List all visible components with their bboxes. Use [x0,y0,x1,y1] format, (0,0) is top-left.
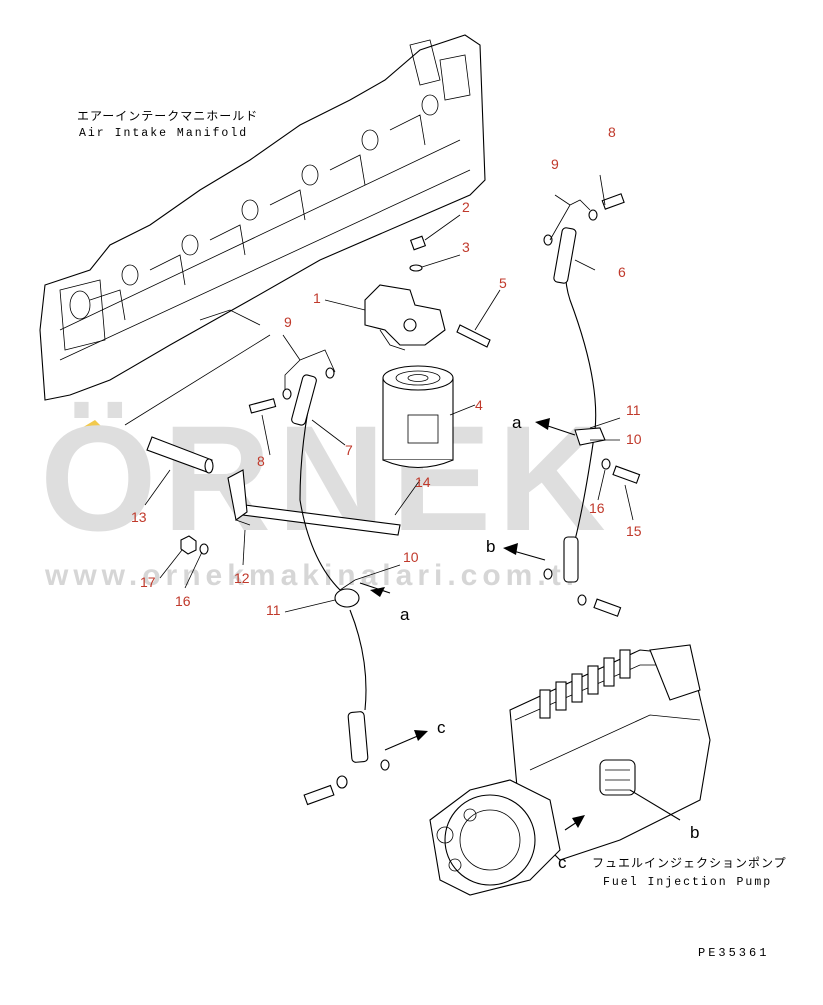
pump-caption-en: Fuel Injection Pump [603,876,772,889]
part-number-16-right: 16 [589,500,605,516]
part-number-15: 15 [626,523,642,539]
manifold-caption-en: Air Intake Manifold [79,127,248,140]
watermark-accent [70,420,110,435]
part-number-6: 6 [618,264,626,280]
part-number-8-left: 8 [257,453,265,469]
captions: エアーインテークマニホールド Air Intake Manifold フュエルイ… [77,109,787,960]
part-number-11-left: 11 [266,602,281,618]
part-number-3: 3 [462,239,470,255]
air-intake-manifold [39,34,486,426]
part-number-8-top: 8 [608,124,616,140]
connection-arrows [359,418,681,831]
part-number-4: 4 [475,397,483,413]
manifold-caption-jp: エアーインテークマニホールド [77,109,258,123]
connection-letter-b-left: b [486,537,495,556]
connection-letter-b-pump: b [690,823,699,842]
watermark-url: www.ornekmakinalari.com.tr [44,559,582,592]
fuel-hoses [291,227,606,763]
part-number-9-right: 9 [551,156,559,172]
part-number-14: 14 [415,474,431,490]
part-number-10-left: 10 [403,549,419,565]
part-number-16-left: 16 [175,593,191,609]
connection-letter-a-right: a [512,413,522,432]
part-number-11-right: 11 [626,402,641,418]
part-number-17: 17 [140,574,156,590]
part-number-2: 2 [462,199,470,215]
part-number-9-left: 9 [284,314,292,330]
part-number-10-right: 10 [626,431,642,447]
connection-labels: a a b b c c [400,413,699,872]
filter-head [364,284,446,351]
leader-lines [144,174,634,613]
part-labels: 1 2 3 4 5 6 7 8 8 8 9 9 10 10 11 11 12 1… [131,124,642,618]
drawing-code: PE35361 [698,946,769,960]
part-number-13: 13 [131,509,147,525]
watermark: ÖRNEK www.ornekmakinalari.com.tr [40,394,612,592]
pump-caption-jp: フュエルインジェクションポンプ [592,856,787,870]
connection-letter-a-left: a [400,605,410,624]
watermark-brand: ÖRNEK [40,394,612,562]
fasteners [180,193,641,806]
part-number-1: 1 [313,290,321,306]
spacer-tube [146,436,214,474]
part-number-7: 7 [345,442,353,458]
fuel-filter [382,365,454,468]
part-number-5: 5 [499,275,507,291]
bracket-assembly [227,469,401,536]
connection-letter-c-pump: c [558,853,567,872]
connection-letter-c-top: c [437,718,446,737]
part-number-12: 12 [234,570,250,586]
